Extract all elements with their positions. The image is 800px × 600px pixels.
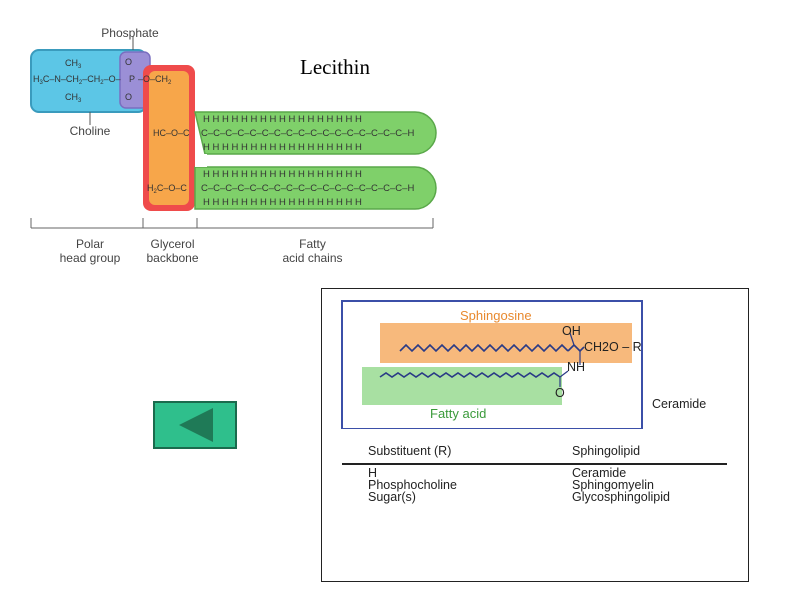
glycerol-label-line1: Glycerol bbox=[150, 237, 195, 251]
polar-label-line2: head group bbox=[59, 251, 121, 265]
svg-text:O: O bbox=[125, 57, 132, 67]
polar-label: Polar head group bbox=[40, 237, 140, 265]
lecithin-structure: CH3 H3C–N–CH2–CH2–O– CH3 O P O –O–CH2 HC… bbox=[30, 37, 437, 229]
svg-text:H H H H H H H H H H H H H H H: H H H H H H H H H H H H H H H H H bbox=[203, 114, 362, 125]
table-header-substituent: Substituent (R) bbox=[368, 444, 452, 458]
ceramide-label: Ceramide bbox=[652, 397, 707, 411]
sphingosine-box bbox=[380, 323, 632, 363]
back-arrow-icon bbox=[179, 408, 213, 442]
svg-text:C–C–C–C–C–C–C–C–C–C–C–C–C–C–C–: C–C–C–C–C–C–C–C–C–C–C–C–C–C–C–C–C–H bbox=[201, 128, 414, 139]
table-divider bbox=[342, 463, 727, 465]
lecithin-diagram: CH3 H3C–N–CH2–CH2–O– CH3 O P O –O–CH2 HC… bbox=[25, 20, 445, 280]
glycerol-inner bbox=[149, 71, 189, 205]
svg-text:CH3: CH3 bbox=[65, 58, 82, 70]
svg-text:C–C–C–C–C–C–C–C–C–C–C–C–C–C–C–: C–C–C–C–C–C–C–C–C–C–C–C–C–C–C–C–C–H bbox=[201, 183, 414, 194]
svg-text:H H H H H H H H H H H H H H H: H H H H H H H H H H H H H H H H H bbox=[203, 169, 362, 180]
fatty-label-line2: acid chains bbox=[282, 251, 343, 265]
ceramide-structure bbox=[341, 300, 643, 429]
phosphate-label: Phosphate bbox=[101, 26, 159, 40]
svg-text:CH3: CH3 bbox=[65, 92, 82, 104]
sphingolipid-panel: Sphingosine OH CH2O – R NH O Fatty acid … bbox=[321, 288, 749, 582]
svg-text:HC–O–C: HC–O–C bbox=[153, 128, 190, 138]
glycerol-label-line2: backbone bbox=[146, 251, 199, 265]
polar-label-line1: Polar bbox=[75, 237, 104, 251]
back-button[interactable] bbox=[153, 401, 237, 449]
svg-text:O: O bbox=[125, 92, 132, 102]
table-row-2-sphingolipid: Sphingomyelin bbox=[572, 478, 654, 492]
page-title: Lecithin bbox=[300, 55, 370, 79]
oh-label: OH bbox=[562, 324, 581, 338]
fatty-acid-box bbox=[362, 367, 562, 405]
glycerol-label: Glycerol backbone bbox=[135, 237, 210, 265]
svg-text:–O–CH2: –O–CH2 bbox=[138, 74, 172, 86]
sphingosine-label: Sphingosine bbox=[460, 308, 532, 323]
table-row-3-sphingolipid: Glycosphingolipid bbox=[572, 490, 670, 504]
fatty-acid-label: Fatty acid bbox=[430, 406, 487, 421]
table-row-1-sphingolipid: Ceramide bbox=[572, 466, 627, 480]
ch2o-r-label: CH2O – R bbox=[584, 340, 642, 354]
svg-text:P: P bbox=[129, 74, 135, 84]
table-row-3-substituent: Sugar(s) bbox=[368, 490, 416, 504]
fatty-label-line1: Fatty bbox=[299, 237, 326, 251]
nh-label: NH bbox=[567, 360, 586, 374]
o-label: O bbox=[555, 386, 565, 400]
fatty-label: Fatty acid chains bbox=[265, 237, 360, 265]
ceramide-frame bbox=[341, 300, 643, 429]
table-row-1-substituent: H bbox=[368, 466, 378, 480]
svg-text:H H H H H H H H H H H H H H H: H H H H H H H H H H H H H H H H H bbox=[203, 197, 362, 208]
fatty-chain-2 bbox=[194, 166, 437, 210]
svg-text:H2C–O–C: H2C–O–C bbox=[147, 183, 187, 195]
svg-text:H3C–N–CH2–CH2–O–: H3C–N–CH2–CH2–O– bbox=[33, 74, 121, 86]
svg-text:H H H H H H H H H H H H H H H: H H H H H H H H H H H H H H H H H bbox=[203, 142, 362, 153]
table-row-2-substituent: Phosphocholine bbox=[368, 478, 457, 492]
fatty-chain-1 bbox=[194, 111, 437, 155]
table-header-sphingolipid: Sphingolipid bbox=[572, 444, 641, 458]
choline-label: Choline bbox=[69, 124, 111, 138]
